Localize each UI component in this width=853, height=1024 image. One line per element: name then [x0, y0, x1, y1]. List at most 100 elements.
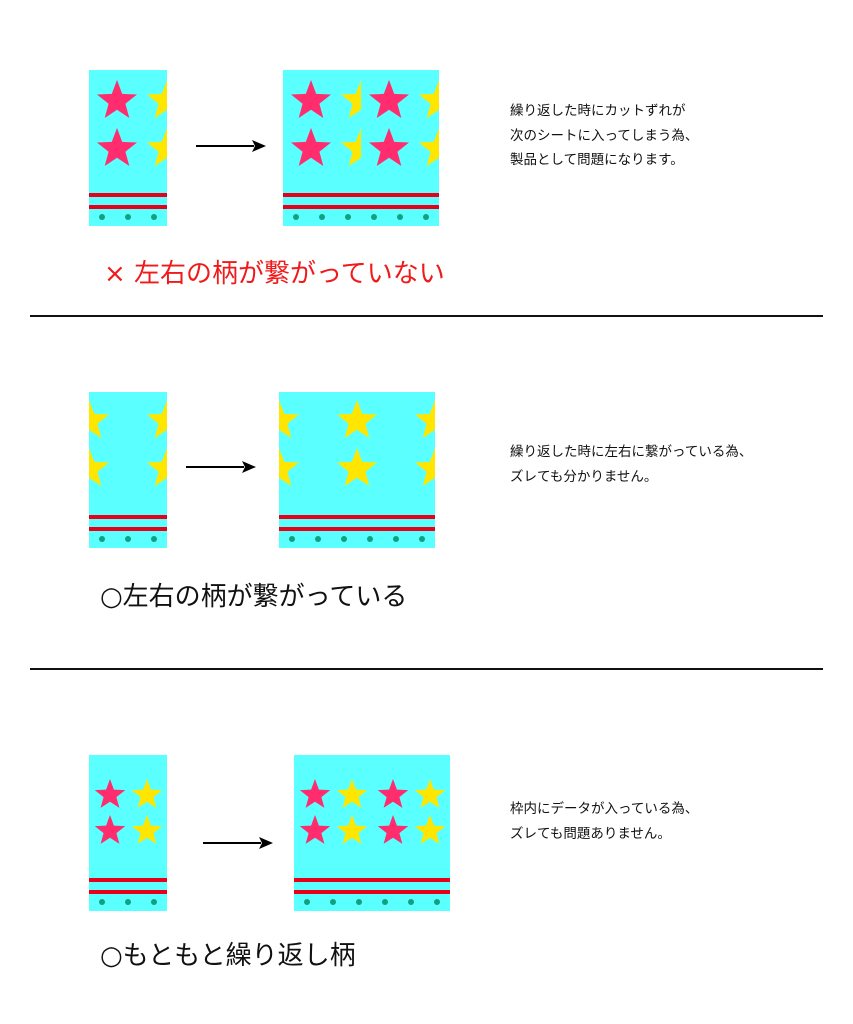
star-icon: [337, 400, 357, 438]
dot: [423, 214, 429, 220]
description-line: 枠内にデータが入っている為、: [510, 801, 699, 817]
pattern-repeated-inner: [294, 755, 450, 911]
dot: [367, 536, 373, 542]
dot: [125, 536, 131, 542]
star-icon: [291, 128, 331, 166]
dot: [293, 214, 299, 220]
stripe: [294, 890, 450, 894]
star-icon: [131, 815, 163, 844]
star-icon: [341, 128, 361, 166]
pattern-background: [89, 755, 167, 911]
stripe: [89, 527, 167, 531]
arrow-right-icon: [186, 461, 256, 473]
dot: [315, 536, 321, 542]
dot: [382, 899, 388, 905]
star-icon: [131, 779, 163, 808]
divider: [30, 668, 823, 670]
dot: [397, 214, 403, 220]
star-icon: [291, 80, 331, 118]
star-icon: [279, 400, 299, 438]
stripe: [283, 205, 439, 209]
star-icon: [279, 448, 299, 486]
stripe: [89, 205, 167, 209]
star-icon: [419, 80, 439, 118]
dot: [125, 214, 131, 220]
dot: [393, 536, 399, 542]
star-icon: [415, 400, 435, 438]
star-icon: [147, 80, 167, 118]
description-line: 繰り返した時にカットずれが: [510, 103, 686, 119]
star-icon: [357, 448, 377, 486]
arrow-right-icon: [196, 140, 266, 152]
section-3-caption: ○もともと繰り返し柄: [100, 941, 356, 971]
star-icon: [419, 128, 439, 166]
description-line: ズレても分かりません。: [510, 468, 658, 485]
pattern-single-tile-inner: [89, 755, 167, 911]
dot: [304, 899, 310, 905]
dot: [151, 899, 157, 905]
dot: [408, 899, 414, 905]
dot: [345, 214, 351, 220]
dot: [371, 214, 377, 220]
section-1-caption: × 左右の柄が繋がっていない: [104, 259, 445, 289]
dot: [99, 214, 105, 220]
section-1-description: 繰り返した時にカットずれが 次のシートに入ってしまう為、 製品として問題になりま…: [510, 99, 698, 173]
star-icon: [336, 815, 368, 844]
star-icon: [414, 815, 446, 844]
star-icon: [415, 448, 435, 486]
pattern-repeated-bad: [283, 70, 439, 226]
dot: [151, 536, 157, 542]
pattern-repeated-connected: [279, 392, 435, 548]
dot: [356, 899, 362, 905]
description-line: 次のシートに入ってしまう為、: [510, 127, 699, 144]
dot: [330, 899, 336, 905]
description-line: ズレても問題ありません。: [510, 825, 671, 842]
star-icon: [89, 448, 109, 486]
star-icon: [97, 80, 137, 118]
star-icon: [357, 400, 377, 438]
stripe: [279, 527, 435, 531]
star-icon: [97, 128, 137, 166]
star-icon: [299, 815, 331, 844]
pattern-single-tile-connected: [89, 392, 167, 548]
star-icon: [89, 400, 109, 438]
star-icon: [147, 400, 167, 438]
stripe: [89, 890, 167, 894]
arrow-right-icon: [203, 837, 273, 849]
star-icon: [147, 448, 167, 486]
star-icon: [299, 779, 331, 808]
dot: [99, 536, 105, 542]
dot: [319, 214, 325, 220]
dot: [419, 536, 425, 542]
star-icon: [94, 815, 126, 844]
star-icon: [414, 779, 446, 808]
section-3-description: 枠内にデータが入っている為、 ズレても問題ありません。: [510, 797, 698, 846]
star-icon: [369, 128, 409, 166]
star-icon: [336, 779, 368, 808]
star-icon: [341, 80, 361, 118]
dot: [434, 899, 440, 905]
pattern-single-tile-bad: [89, 70, 167, 226]
section-2-description: 繰り返した時に左右に繋がっている為、 ズレても分かりません。: [510, 440, 752, 489]
stripe: [283, 193, 439, 197]
description-line: 繰り返した時に左右に繋がっている為、: [510, 444, 753, 460]
stripe: [89, 878, 167, 882]
dot: [151, 214, 157, 220]
star-icon: [369, 80, 409, 118]
star-icon: [94, 779, 126, 808]
dot: [289, 536, 295, 542]
star-icon: [337, 448, 357, 486]
section-2-caption: ○左右の柄が繋がっている: [100, 582, 408, 612]
dot: [99, 899, 105, 905]
dot: [125, 899, 131, 905]
stripe: [89, 515, 167, 519]
divider: [30, 315, 823, 317]
star-icon: [147, 128, 167, 166]
stripe: [279, 515, 435, 519]
star-icon: [377, 815, 409, 844]
stripe: [294, 878, 450, 882]
dot: [341, 536, 347, 542]
description-line: 製品として問題になります。: [510, 152, 684, 168]
stripe: [89, 193, 167, 197]
star-icon: [377, 779, 409, 808]
